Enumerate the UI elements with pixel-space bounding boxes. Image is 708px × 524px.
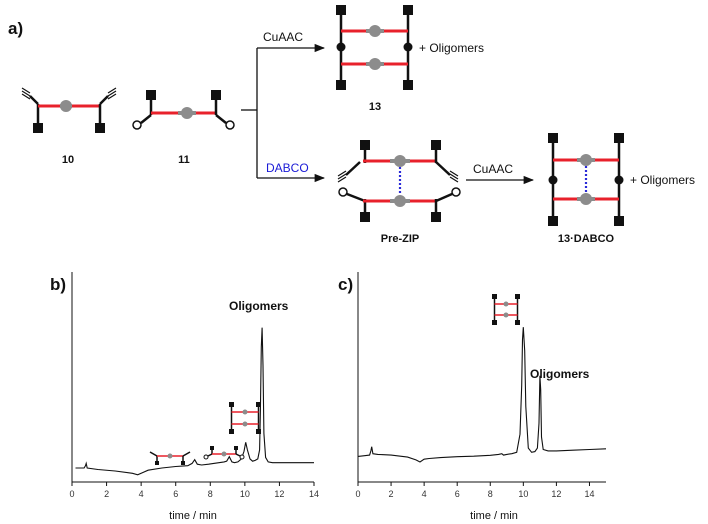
b-x-tick-label: 14 — [309, 489, 319, 499]
b-icon-compound-13 — [229, 402, 261, 434]
chromatogram-b: b) 0 2 4 6 8 10 12 14 Oligomers time / min — [50, 272, 319, 522]
b-oligomers-label: Oligomers — [229, 299, 289, 313]
b-x-tick-label: 8 — [208, 489, 213, 499]
panel-b-label: b) — [50, 275, 66, 294]
b-x-tick-label: 0 — [69, 489, 74, 499]
b-tick-group: 0 2 4 6 8 10 12 14 — [69, 482, 319, 499]
c-x-tick-label: 10 — [518, 489, 528, 499]
compound-10-label: 10 — [62, 154, 74, 166]
c-icon-compound-13 — [492, 294, 520, 325]
oligomers-top-label: + Oligomers — [419, 41, 484, 55]
reagent-dabco: DABCO — [266, 161, 309, 175]
reaction-scheme: a) 10 — [8, 5, 695, 245]
c-tick-group: 0 2 4 6 8 10 12 14 — [355, 482, 594, 499]
reagent-cuaac-top: CuAAC — [263, 30, 303, 44]
b-icon-compound-11 — [203, 446, 245, 460]
b-x-tick-label: 12 — [274, 489, 284, 499]
oligomers-right-label: + Oligomers — [630, 173, 695, 187]
compound-11-label: 11 — [178, 154, 190, 166]
prezip-structure — [337, 140, 461, 222]
c-x-tick-label: 14 — [584, 489, 594, 499]
b-x-tick-label: 6 — [173, 489, 178, 499]
panel-c-label: c) — [338, 275, 353, 294]
reagent-cuaac-right: CuAAC — [473, 162, 513, 176]
compound-13-label: 13 — [369, 101, 381, 113]
compound-10-structure — [21, 87, 117, 133]
panel-a-label: a) — [8, 19, 23, 38]
c-oligomers-label: Oligomers — [530, 367, 590, 381]
b-trace-line — [75, 327, 314, 476]
c-x-tick-label: 8 — [488, 489, 493, 499]
b-x-tick-label: 10 — [240, 489, 250, 499]
c-x-tick-label: 4 — [422, 489, 427, 499]
c-x-axis-title: time / min — [470, 510, 518, 522]
c-x-tick-label: 2 — [389, 489, 394, 499]
b-x-tick-label: 4 — [139, 489, 144, 499]
c-x-tick-label: 12 — [551, 489, 561, 499]
b-x-axis-title: time / min — [169, 510, 217, 522]
c-x-tick-label: 0 — [355, 489, 360, 499]
b-x-tick-label: 2 — [104, 489, 109, 499]
b-icon-compound-10 — [149, 451, 191, 465]
c-x-tick-label: 6 — [455, 489, 460, 499]
branch-arrows — [241, 43, 326, 183]
chromatogram-c: c) 0 2 4 6 8 10 12 14 Oligomers time / min — [338, 272, 607, 522]
c-trace-line — [357, 327, 607, 463]
core-sphere — [60, 100, 72, 112]
compound-13dabco-structure — [548, 133, 624, 226]
compound-13dabco-label: 13·DABCO — [558, 233, 615, 245]
compound-13-structure — [336, 5, 413, 90]
compound-11-structure — [132, 90, 235, 130]
prezip-label: Pre-ZIP — [381, 233, 420, 245]
